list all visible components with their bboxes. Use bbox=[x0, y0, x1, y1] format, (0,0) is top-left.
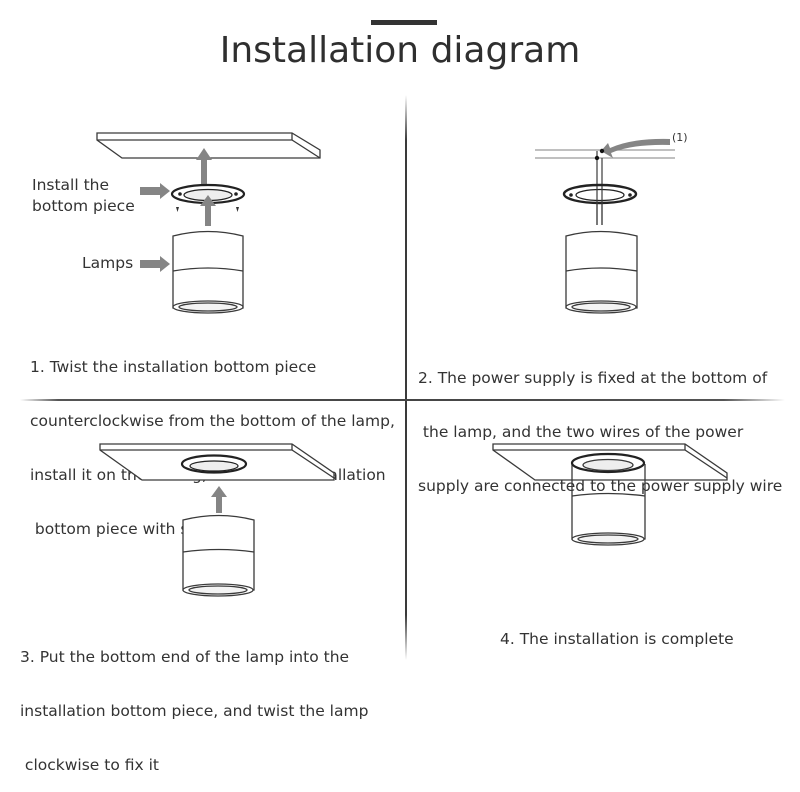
arrow-up-icon bbox=[211, 486, 227, 513]
step-4-caption: 4. The installation is complete bbox=[500, 630, 734, 648]
horizontal-divider bbox=[20, 399, 785, 401]
step-3-illustration bbox=[99, 443, 335, 597]
vertical-divider bbox=[405, 95, 407, 660]
arrow-right-icon bbox=[140, 183, 170, 199]
mounting-ring bbox=[180, 454, 248, 474]
callout-arrow-icon bbox=[601, 138, 670, 158]
lamp-cylinder bbox=[172, 230, 244, 314]
step-1-illustration bbox=[96, 132, 321, 314]
step-2-illustration bbox=[535, 138, 675, 314]
label-wire-callout: (1) bbox=[672, 131, 688, 144]
mounting-ring bbox=[562, 183, 638, 205]
lamp-cylinder bbox=[182, 514, 255, 597]
step-4-illustration bbox=[492, 443, 728, 546]
page-title: Installation diagram bbox=[219, 30, 581, 71]
arrow-right-icon bbox=[140, 256, 170, 272]
arrow-up-icon bbox=[200, 195, 216, 226]
arrow-up-icon bbox=[196, 148, 212, 187]
label-lamps: Lamps bbox=[82, 254, 134, 272]
label-install-bottom-piece: Install the bottom piece bbox=[32, 176, 135, 215]
step-2-caption: 2. The power supply is fixed at the bott… bbox=[418, 369, 783, 495]
title-accent-bar bbox=[371, 20, 437, 25]
lamp-cylinder bbox=[565, 230, 638, 314]
step-3-caption: 3. Put the bottom end of the lamp into t… bbox=[20, 648, 369, 774]
screw-icon bbox=[176, 207, 239, 212]
lamp-cylinder bbox=[570, 452, 646, 546]
